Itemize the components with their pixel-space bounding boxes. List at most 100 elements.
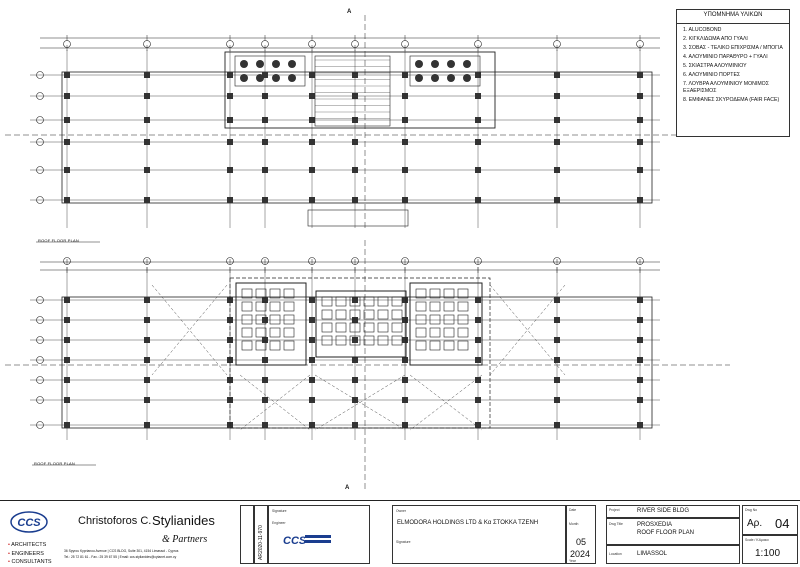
column — [554, 357, 560, 363]
dwg-title-line-2: ROOF FLOOR PLAN — [637, 530, 695, 536]
date-label: Date — [569, 508, 577, 512]
owner-cell: Owner ELMODORA HOLDINGS LTD & Κα ΣΤΟΚΚΑ … — [392, 505, 566, 564]
column — [262, 422, 268, 428]
column — [309, 317, 315, 323]
firm-panel: CCS Christoforos C. Stylianides & Partne… — [2, 505, 238, 565]
location-value: LIMASSOL — [637, 551, 668, 557]
legend-item: 5. ΣΚΙΑΣΤΡΑ ΑΛΟΥΜΙΝΙΟΥ — [683, 62, 747, 69]
fan-unit — [240, 60, 248, 68]
skylight-panel — [363, 309, 375, 320]
skylight-panel — [335, 335, 347, 346]
roof-fall-line — [151, 284, 228, 376]
skylight-panel — [377, 309, 389, 320]
column — [475, 357, 481, 363]
skylight-panel — [391, 335, 403, 346]
scale-label: Scale / Κλίμακα — [745, 538, 769, 542]
column — [637, 139, 643, 145]
skylight-panel — [335, 322, 347, 333]
location-label: Location — [609, 552, 622, 556]
column — [554, 422, 560, 428]
grid-bubble — [308, 257, 316, 265]
owner-signature-label: Signature — [396, 540, 411, 544]
column — [262, 377, 268, 383]
skylight-panel — [363, 322, 375, 333]
skylight-panel — [443, 340, 455, 351]
column — [262, 197, 268, 203]
column — [144, 167, 150, 173]
column — [309, 357, 315, 363]
fan-unit — [256, 60, 264, 68]
column — [352, 317, 358, 323]
skylight-panel — [415, 340, 427, 351]
dwg-title-label: Dwg Title — [609, 522, 623, 526]
column — [475, 377, 481, 383]
stamp-line — [305, 535, 331, 538]
skylight-panel — [335, 296, 347, 307]
column — [352, 139, 358, 145]
skylight-panel — [241, 288, 253, 299]
skylight-panel — [283, 288, 295, 299]
month-value: 05 — [576, 537, 587, 547]
skylight-panel — [457, 288, 469, 299]
fan-unit — [288, 60, 296, 68]
grid-bubble — [36, 376, 44, 384]
roof-fall-line — [314, 374, 406, 431]
column — [475, 167, 481, 173]
column — [554, 117, 560, 123]
roof-fall-line — [151, 284, 228, 376]
column — [554, 337, 560, 343]
location-cell: Location LIMASSOL — [606, 545, 740, 564]
roof-fall-line — [409, 374, 483, 431]
bullet-icon: • — [8, 542, 10, 548]
column — [144, 297, 150, 303]
column — [352, 337, 358, 343]
grid-bubble — [308, 40, 316, 48]
column — [144, 72, 150, 78]
column — [352, 117, 358, 123]
column — [352, 72, 358, 78]
column — [64, 337, 70, 343]
bullet-icon: • — [8, 550, 10, 557]
column — [227, 117, 233, 123]
column — [402, 397, 408, 403]
skylight-panel — [415, 301, 427, 312]
skylight-panel — [443, 314, 455, 325]
column — [227, 93, 233, 99]
column — [309, 117, 315, 123]
column — [352, 93, 358, 99]
column — [309, 377, 315, 383]
legend-item: 2. ΚΙΓΚΛΙΔΩΜΑ ΑΠΟ ΓΥΑΛΙ — [683, 35, 748, 42]
skylight-panel — [443, 288, 455, 299]
column — [554, 317, 560, 323]
skylight-frame — [315, 290, 407, 358]
legend-item: 7. ΛΟΥΒΡΑ ΑΛΟΥΜΙΝΙΟΥ ΜΟΝΙΜΟΣ ΕΞΑΕΡΙΣΜΟΣ — [683, 81, 769, 94]
column — [475, 397, 481, 403]
grid-bubble — [553, 257, 561, 265]
column — [262, 397, 268, 403]
column — [637, 397, 643, 403]
column — [144, 357, 150, 363]
skylight-panel — [241, 314, 253, 325]
skylight-panel — [241, 327, 253, 338]
skylight-panel — [363, 296, 375, 307]
column — [64, 357, 70, 363]
skylight-panel — [255, 340, 267, 351]
column — [144, 197, 150, 203]
skylight-panel — [241, 301, 253, 312]
skylight-panel — [429, 288, 441, 299]
grid-bubble — [36, 296, 44, 304]
legend-item: 8. ΕΜΦΑΝΕΣ ΣΚΥΡΟΔΕΜΑ (FAIR FACE) — [683, 96, 780, 103]
column — [309, 93, 315, 99]
column — [402, 167, 408, 173]
entry-canopy — [307, 209, 409, 227]
skylight-panel — [335, 309, 347, 320]
stair-core — [314, 55, 391, 127]
legend-item: 4. ΑΛΟΥΜΙΝΙΟ ΠΑΡΑΘΥΡΟ + ΓΥΑΛΙ — [683, 53, 768, 60]
grid-bubble — [36, 166, 44, 174]
column — [475, 72, 481, 78]
grid-bubble — [553, 40, 561, 48]
fan-unit — [447, 60, 455, 68]
fan-unit — [431, 60, 439, 68]
legend-item: 1. ALUCOBOND — [683, 26, 722, 33]
